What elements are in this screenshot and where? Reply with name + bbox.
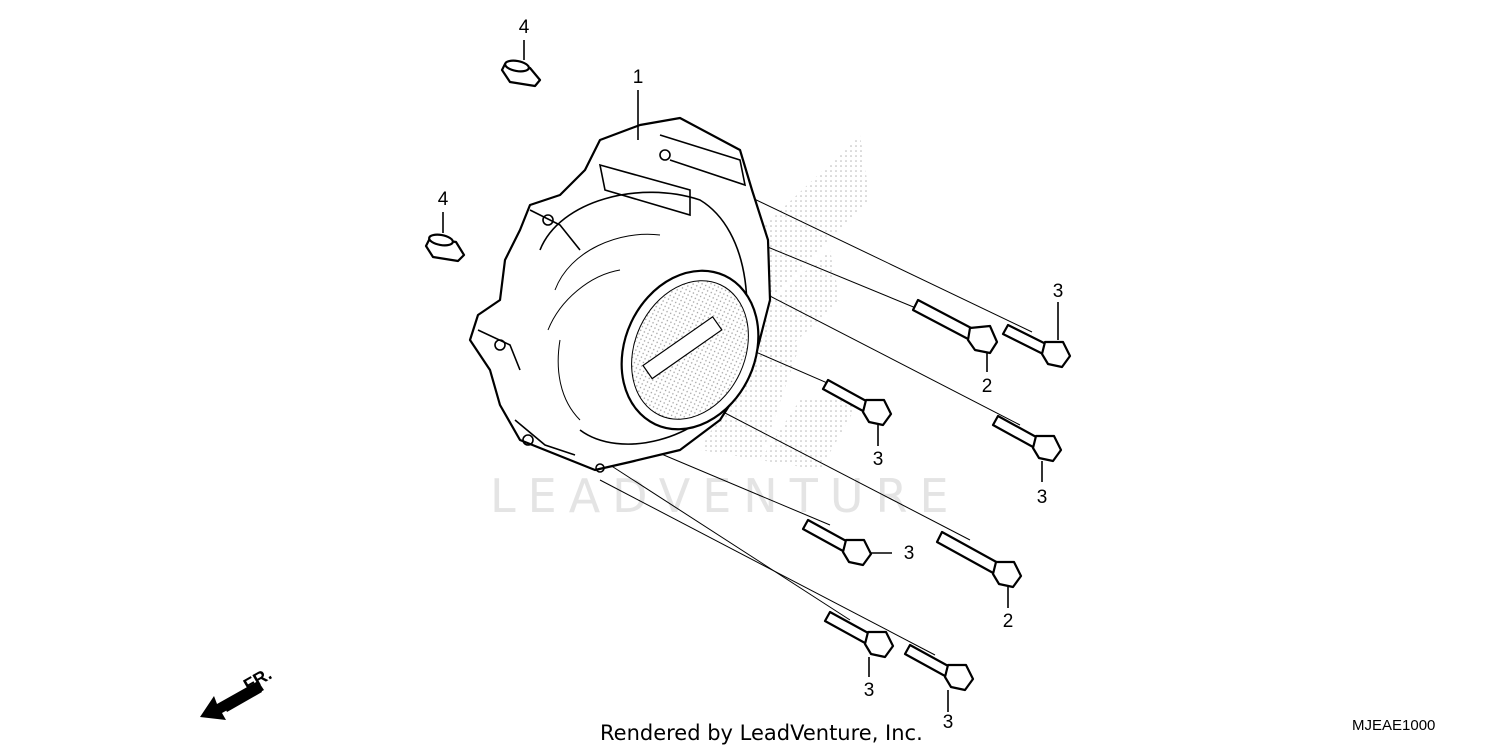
watermark-text: LEADVENTURE	[490, 469, 961, 523]
callout-cover: 1	[633, 67, 644, 88]
callout-bolt-d: 3	[904, 543, 915, 564]
flange-bolt-long-top	[911, 298, 999, 355]
callout-dowel-top: 4	[519, 17, 530, 38]
callout-bolt-f: 3	[943, 712, 954, 733]
flange-bolt-e	[823, 610, 895, 659]
flange-bolt-c	[991, 414, 1063, 463]
flange-bolt-f	[903, 643, 975, 692]
callout-washer-top: 2	[982, 376, 993, 397]
flange-bolt-b	[821, 378, 893, 427]
dowel-pin-left	[424, 233, 466, 263]
front-direction-arrow-icon	[200, 681, 264, 720]
callout-bolt-c: 3	[1037, 487, 1048, 508]
flange-bolt-d	[801, 518, 873, 567]
rendered-by-footer: Rendered by LeadVenture, Inc.	[600, 721, 923, 745]
diagram-code: MJEAE1000	[1352, 717, 1435, 734]
callout-washer-bottom: 2	[1003, 611, 1014, 632]
flange-bolt-a	[1001, 323, 1072, 369]
callout-bolt-e: 3	[864, 680, 875, 701]
generator-cover	[468, 116, 772, 473]
dowel-pin-top	[500, 59, 542, 88]
callout-bolt-a: 3	[1053, 281, 1064, 302]
flange-bolt-long-bottom	[935, 530, 1023, 589]
callout-dowel-left: 4	[438, 189, 449, 210]
callout-bolt-b: 3	[873, 449, 884, 470]
